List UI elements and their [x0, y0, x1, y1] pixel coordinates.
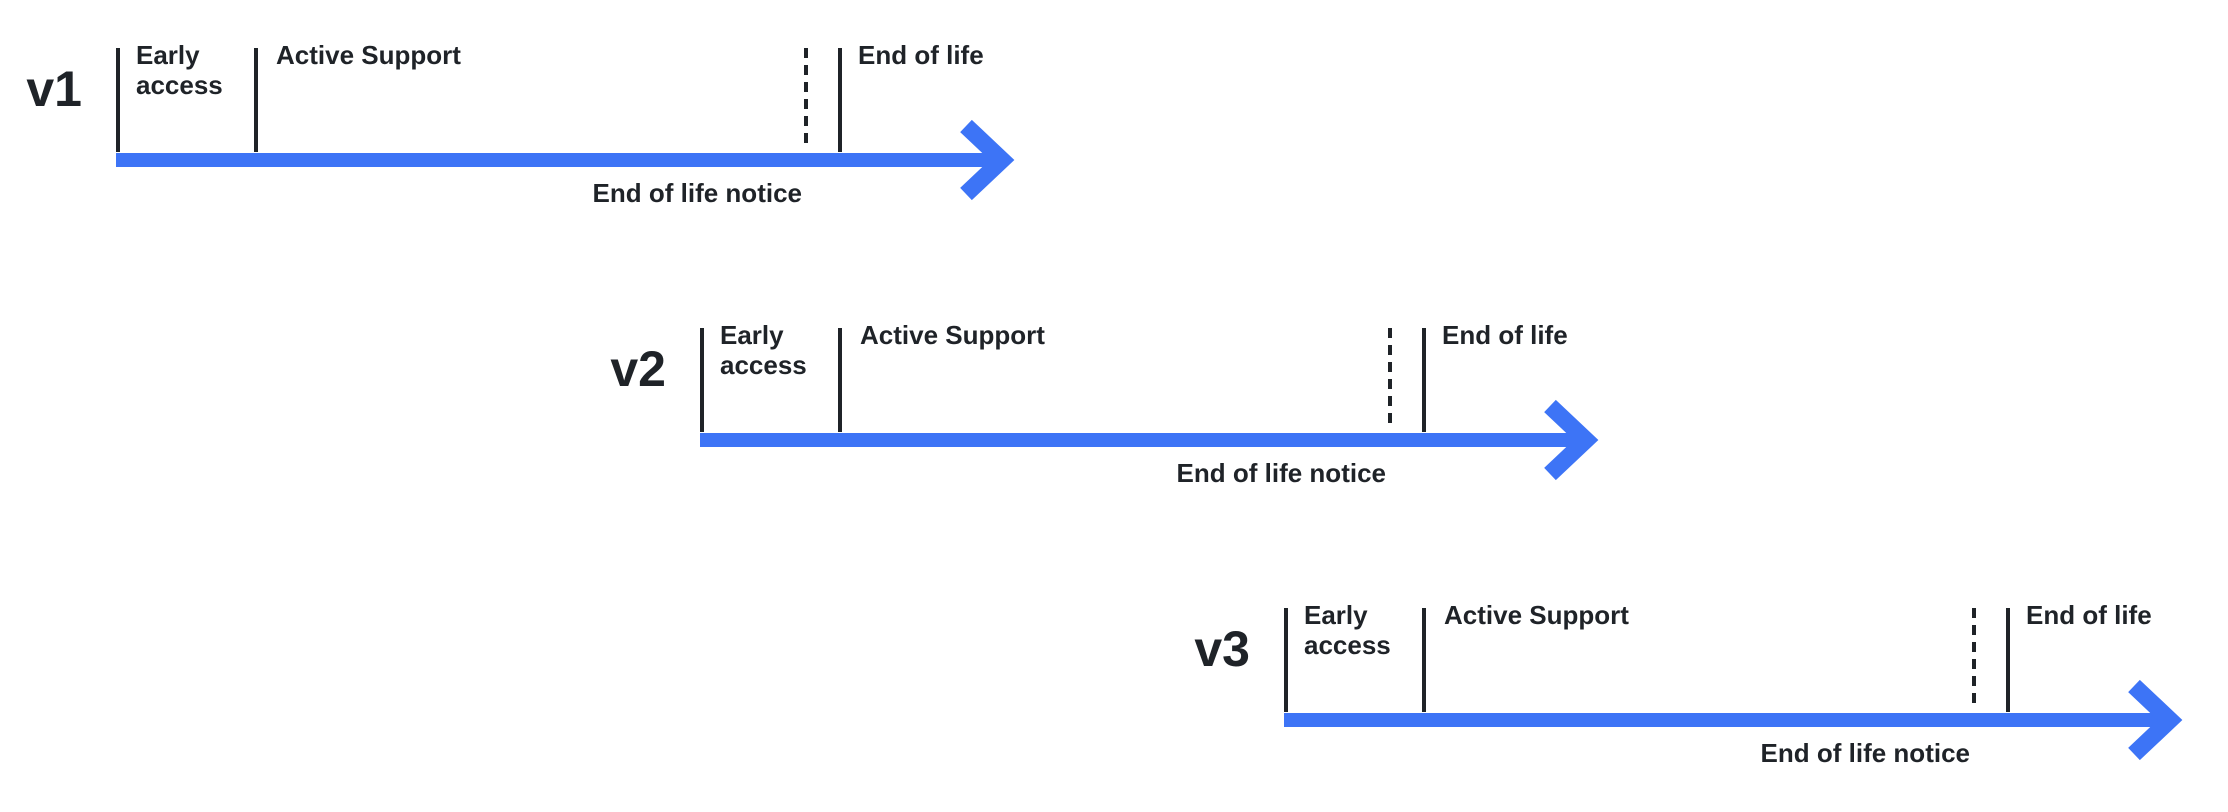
timeline-arrow-bar [116, 153, 992, 167]
arrow-head-icon [1544, 399, 1599, 481]
end-of-life-tick [838, 48, 842, 152]
early-access-label: Early access [720, 320, 807, 380]
version-label: v2 [610, 341, 666, 397]
end-of-life-tick [2006, 608, 2010, 712]
timeline-start-tick [700, 328, 704, 432]
timeline-arrow-bar [700, 433, 1576, 447]
timeline-arrow-bar [1284, 713, 2160, 727]
timeline-v1: v1 Early access Active Support End of li… [26, 40, 1126, 278]
early-access-end-tick [1422, 608, 1426, 712]
active-support-label: Active Support [276, 40, 461, 70]
end-of-life-label: End of life [1442, 320, 1568, 350]
eol-notice-dashed-line [1972, 608, 1976, 708]
version-label: v1 [26, 61, 82, 117]
eol-notice-label: End of life notice [592, 178, 802, 208]
end-of-life-label: End of life [858, 40, 984, 70]
active-support-label: Active Support [860, 320, 1045, 350]
eol-notice-dashed-line [804, 48, 808, 148]
eol-notice-label: End of life notice [1760, 738, 1970, 768]
timeline-v2: v2 Early access Active Support End of li… [610, 320, 1710, 558]
active-support-label: Active Support [1444, 600, 1629, 630]
end-of-life-tick [1422, 328, 1426, 432]
timeline-v3: v3 Early access Active Support End of li… [1194, 600, 2228, 812]
end-of-life-label: End of life [2026, 600, 2152, 630]
eol-notice-dashed-line [1388, 328, 1392, 428]
timeline-start-tick [116, 48, 120, 152]
early-access-label: Early access [1304, 600, 1391, 660]
timeline-start-tick [1284, 608, 1288, 712]
early-access-label: Early access [136, 40, 223, 100]
early-access-end-tick [254, 48, 258, 152]
version-label: v3 [1194, 621, 1250, 677]
eol-notice-label: End of life notice [1176, 458, 1386, 488]
early-access-end-tick [838, 328, 842, 432]
arrow-head-icon [2128, 679, 2183, 761]
arrow-head-icon [960, 119, 1015, 201]
